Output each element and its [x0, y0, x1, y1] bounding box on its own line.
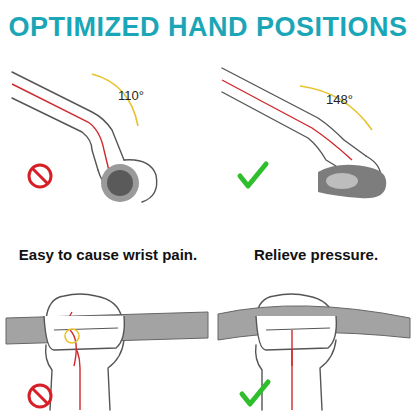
angle-label: 110°: [118, 88, 144, 103]
caption-text: Easy to cause wrist pain.: [19, 246, 197, 263]
title: OPTIMIZED HAND POSITIONS: [8, 12, 407, 43]
angle-label: 148°: [326, 92, 353, 107]
caption-text: Relieve pressure.: [254, 246, 378, 263]
